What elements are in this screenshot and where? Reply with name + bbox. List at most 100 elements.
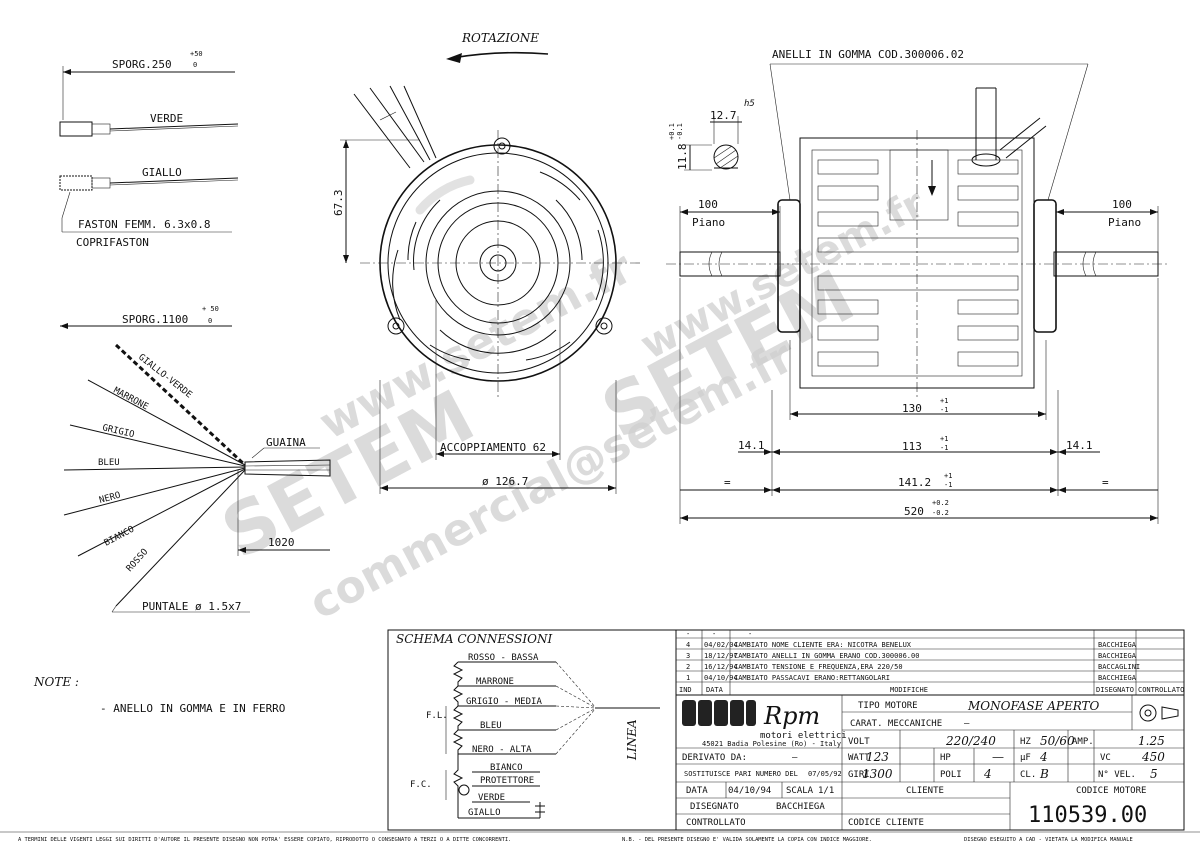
- piano-left-label: Piano: [692, 216, 725, 229]
- protector-icon: [458, 784, 470, 796]
- watermark-layer: www.setem.fr SETEM SETEM commercial@sete…: [209, 180, 933, 629]
- wire-verde-label: VERDE: [150, 112, 183, 125]
- rev-date: 18/12/97: [704, 652, 738, 660]
- dim-14-left-label: 14.1: [738, 439, 765, 452]
- rev-by: BACCAGLINI: [1098, 663, 1140, 671]
- rev-desc: CAMBIATO TENSIONE E FREQUENZA,ERA 220/50: [734, 663, 903, 671]
- guaina-label: GUAINA: [266, 436, 306, 449]
- sostituisce-date: 07/05/92: [808, 770, 842, 778]
- schema-label: BIANCO: [490, 763, 523, 773]
- coprifaston-label: COPRIFASTON: [76, 236, 149, 249]
- notes: NOTE : - ANELLO IN GOMMA E IN FERRO: [33, 675, 285, 715]
- footer-copyright: A TERMINI DELLE VIGENTI LEGGI SUI DIRITT…: [18, 837, 511, 843]
- derivato-label: DERIVATO DA:: [682, 753, 747, 763]
- sporg-250-tol-zero: 0: [193, 61, 197, 69]
- rev-desc: CAMBIATO ANELLI IN GOMMA ERANO COD.30000…: [734, 652, 919, 660]
- shaft-height-label: 11.8: [676, 144, 689, 171]
- codice-motore-label: CODICE MOTORE: [1076, 786, 1146, 796]
- disegnato-label: DISEGNATO: [690, 802, 739, 812]
- disegnato-value: BACCHIEGA: [776, 802, 825, 812]
- wire-label: MARRONE: [112, 386, 150, 413]
- faston-connector-icon: [59, 175, 93, 191]
- watt-label: WATT: [848, 753, 870, 763]
- rev-header-ind: IND: [679, 686, 692, 694]
- tol-113-plus: +1: [940, 435, 948, 443]
- footer: A TERMINI DELLE VIGENTI LEGGI SUI DIRITT…: [0, 831, 1200, 843]
- tipo-motore-label: TIPO MOTORE: [858, 701, 918, 711]
- giri-label: GIRI: [848, 770, 870, 780]
- hp-label: HP: [940, 753, 951, 763]
- controllato-label: CONTROLLATO: [686, 818, 746, 828]
- tol-520-minus: -0.2: [932, 509, 949, 517]
- wire-giallo-label: GIALLO: [142, 166, 182, 179]
- tol-1412-minus: -1: [944, 481, 952, 489]
- hz-value: 50/60: [1040, 734, 1075, 748]
- rev-date: 04/10/94: [704, 674, 738, 682]
- tol-520-plus: +0.2: [932, 499, 949, 507]
- amp-label: AMP.: [1072, 737, 1094, 747]
- cliente-label: CLIENTE: [906, 786, 944, 796]
- motor-front-view: 67.3 ACCOPPIAMENTO 62 ø 126.7: [332, 85, 640, 494]
- hp-value: —: [992, 750, 1004, 764]
- rev-desc: CAMBIATO NOME CLIENTE ERA: NICOTRA BENEL…: [734, 641, 912, 649]
- rev-by: BACCHIEGA: [1098, 652, 1137, 660]
- linea-label: LINEA: [625, 719, 639, 761]
- rotation-arrow-icon: [451, 51, 549, 59]
- rev-desc: -: [748, 630, 752, 638]
- vc-label: VC: [1100, 753, 1111, 763]
- shaft-fit-label: h5: [744, 99, 755, 109]
- eq-right-label: =: [1102, 476, 1109, 489]
- tol-113-minus: -1: [940, 444, 948, 452]
- tipo-motore-value: MONOFASE APERTO: [967, 699, 1100, 713]
- length-1020-label: 1020: [268, 536, 295, 549]
- dim-520-label: 520: [904, 505, 924, 518]
- shaft-length-right-label: 100: [1112, 198, 1132, 211]
- schema-label: NERO - ALTA: [472, 745, 532, 755]
- revisions-table: - - - 4 04/02/04 CAMBIATO NOME CLIENTE E…: [676, 630, 1184, 696]
- eq-left-label: =: [724, 476, 731, 489]
- scala-value: 1/1: [818, 786, 834, 796]
- volt-label: VOLT: [848, 737, 870, 747]
- symbol-icon: [1139, 704, 1179, 722]
- rev-ind: -: [686, 630, 690, 638]
- title-block: Rpm motori elettrici 45021 Badia Polesin…: [676, 695, 1184, 830]
- sostituisce-label: SOSTITUISCE PARI NUMERO DEL: [684, 770, 798, 778]
- volt-value: 220/240: [945, 734, 996, 748]
- rev-header-date: DATA: [706, 686, 724, 694]
- shaft-width-label: 12.7: [710, 109, 737, 122]
- poli-value: 4: [983, 767, 992, 781]
- carat-label: CARAT. MECCANICHE: [850, 719, 942, 729]
- wire-label: GRIGIO: [101, 423, 135, 440]
- rev-date: 04/02/04: [704, 641, 738, 649]
- giri-value: 1300: [862, 767, 893, 781]
- rev-date: 16/12/94: [704, 663, 738, 671]
- sporg-1100-label: SPORG.1100: [122, 313, 188, 326]
- connection-schema: SCHEMA CONNESSIONI F.L. F.C. ROSSO - BAS…: [396, 632, 660, 819]
- data-value: 04/10/94: [728, 786, 771, 796]
- cl-value: B: [1039, 767, 1049, 781]
- notes-title: NOTE :: [33, 675, 79, 689]
- scala-label: SCALA: [786, 786, 814, 796]
- rev-header-mod: MODIFICHE: [890, 686, 928, 694]
- nvel-label: N° VEL.: [1098, 770, 1136, 780]
- shaft-length-left-label: 100: [698, 198, 718, 211]
- codice-motore-value: 110539.00: [1028, 803, 1147, 828]
- schema-label: GIALLO: [468, 808, 501, 818]
- top-leads: SPORG.250 +50 0 VERDE GIALLO FASTON FEMM…: [59, 50, 239, 249]
- wire-label: GIALLO-VERDE: [136, 352, 193, 400]
- schema-label: VERDE: [478, 793, 505, 803]
- motor-side-view: ANELLI IN GOMMA COD.300006.02: [666, 48, 1170, 524]
- watermark-url-top: www.setem.fr: [311, 242, 641, 450]
- sporg-1100-tol-zero: 0: [208, 317, 212, 325]
- rev-ind: 4: [686, 641, 690, 649]
- rev-date: -: [712, 630, 716, 638]
- carat-value: —: [964, 719, 970, 729]
- notes-text: - ANELLO IN GOMMA E IN FERRO: [100, 702, 285, 715]
- nvel-value: 5: [1150, 767, 1158, 781]
- dim-130-label: 130: [902, 402, 922, 415]
- wire-label: BIANCO: [103, 525, 136, 549]
- footer-cad: DISEGNO ESEGUITO A CAD - VIETATA LA MODI…: [964, 837, 1133, 843]
- rev-header-ctrl: CONTROLLATO: [1138, 686, 1184, 694]
